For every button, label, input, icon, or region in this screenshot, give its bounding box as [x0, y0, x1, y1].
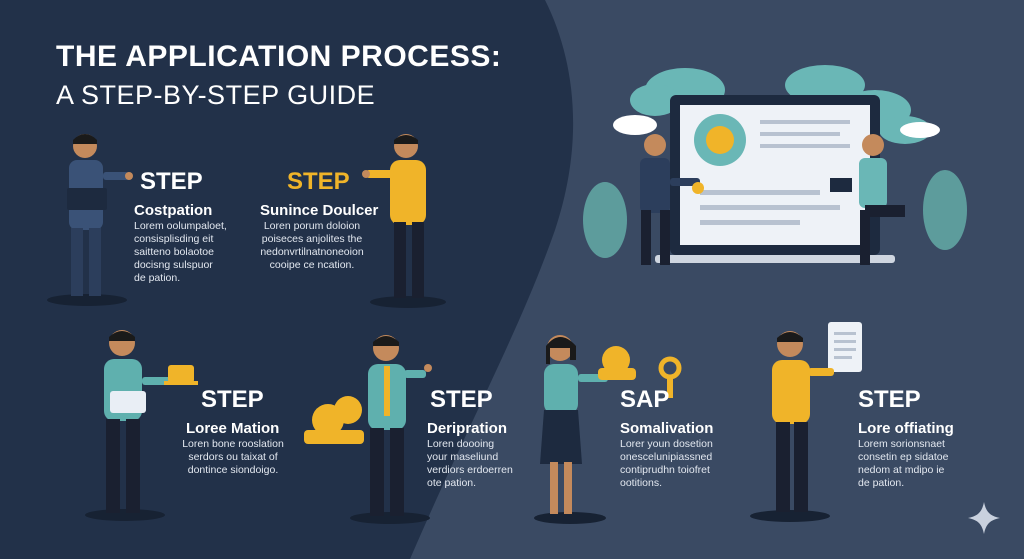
step-1-person-illustration — [47, 134, 133, 306]
step-3-label: STEP — [201, 386, 264, 413]
step-2-label: STEP — [287, 168, 350, 195]
step-2-heading: Sunince Doulcer — [260, 202, 379, 219]
monitor-scene-illustration — [583, 65, 967, 265]
step-6-label: STEP — [858, 386, 921, 413]
step-1-heading: Costpation — [134, 202, 213, 219]
step-2-body: Loren porum doloion poiseces anjolites t… — [260, 220, 364, 271]
sparkle-icon — [968, 502, 1000, 534]
step-4-body: Loren doooing your maseliund verdiors er… — [427, 438, 513, 489]
step-4-person-illustration — [304, 335, 432, 524]
step-1-body: Lorem oolumpaloet, consisplisding eit sa… — [134, 220, 227, 284]
step-6-body: Lorem sorionsnaet consetin ep sidatoe ne… — [858, 438, 949, 489]
step-3-body: Loren bone rooslation serdors ou taixat … — [182, 438, 284, 476]
step-5-body: Lorer youn dosetion onescelunipiassned c… — [620, 438, 713, 489]
step-3-person-illustration — [85, 330, 198, 521]
step-5-label: SAP — [620, 386, 670, 413]
step-2-person-illustration — [362, 134, 446, 308]
step-6-heading: Lore offiating — [858, 420, 954, 437]
step-5-person-illustration — [534, 335, 682, 524]
step-6-person-illustration — [750, 322, 862, 522]
step-4-label: STEP — [430, 386, 493, 413]
step-5-heading: Somalivation — [620, 420, 714, 437]
page-title: THE APPLICATION PROCESS: — [56, 40, 502, 73]
step-3-heading: Loree Mation — [186, 420, 280, 437]
step-4-heading: Deripration — [427, 420, 508, 437]
page-subtitle: A STEP-BY-STEP GUIDE — [56, 80, 376, 110]
step-1-label: STEP — [140, 168, 203, 195]
